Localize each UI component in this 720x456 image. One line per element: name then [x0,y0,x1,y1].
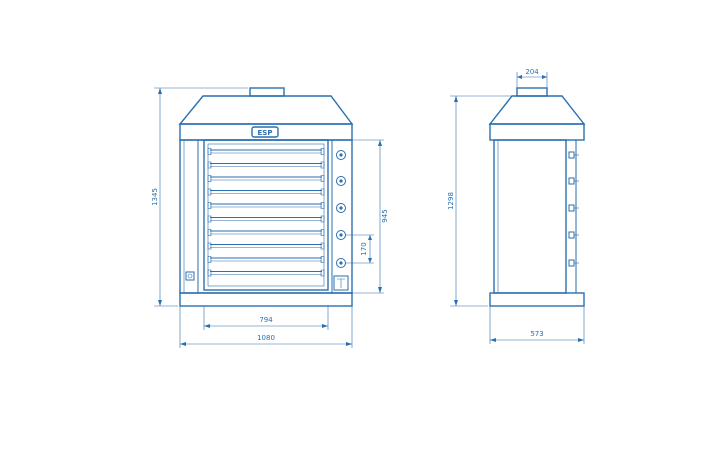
dim-chimney-width: 204 [516,68,548,88]
control-knob [336,203,346,213]
spit-row [207,242,325,250]
side-knob [568,259,579,267]
spit-row [207,175,325,182]
dim-spit-spacing: 170 [345,234,374,264]
front-base [179,292,353,307]
spit-row [207,161,325,169]
panel-symbol [337,278,345,288]
spit-rows [207,148,325,277]
side-knob [568,231,579,239]
side-front-panel [565,139,577,294]
side-knobs [568,151,579,267]
control-knob [336,258,346,268]
side-body [493,139,567,294]
control-knob [336,230,346,240]
front-body [179,139,353,294]
dim-spit-spacing-label: 170 [360,242,368,255]
dim-inner-width-label: 794 [259,316,273,324]
side-chimney [516,87,548,97]
front-view: ESP 1345 [151,87,389,348]
dim-door-height-label: 945 [381,209,389,222]
spit-row [207,256,325,263]
dim-side-depth-label: 573 [530,330,543,338]
control-panel [333,275,349,291]
logo-text: ESP [258,129,273,137]
side-hood [488,95,586,125]
logo-badge [251,126,279,138]
side-knob [568,204,579,212]
front-hood [178,95,354,125]
power-switch [185,271,195,281]
front-chimney [249,87,285,97]
dim-total-height: 1345 [151,87,248,307]
dim-side-height-label: 1298 [447,192,455,210]
spit-row [207,229,325,236]
spit-row [207,148,325,155]
control-knob [336,176,346,186]
dim-total-width: 1080 [179,306,353,348]
dim-total-width-label: 1080 [257,334,275,342]
dim-inner-width: 794 [203,306,329,330]
control-knob [336,150,346,160]
side-knob [568,177,579,185]
dim-side-height: 1298 [447,95,512,307]
spit-row [207,202,325,209]
dim-door-height: 945 [352,139,389,294]
power-switch-knob [187,273,193,279]
side-base [489,292,585,307]
door-frame [203,139,329,291]
spit-row [207,188,325,196]
side-knob [568,151,579,159]
side-hood-band [489,123,585,141]
door-inner [207,143,325,287]
control-knobs [336,150,346,268]
dim-side-depth: 573 [489,306,585,344]
side-view: 204 1298 573 [447,68,586,344]
spit-row [207,215,325,223]
dim-total-height-label: 1345 [151,188,159,206]
dim-chimney-width-label: 204 [525,68,539,76]
spit-row [207,269,325,277]
